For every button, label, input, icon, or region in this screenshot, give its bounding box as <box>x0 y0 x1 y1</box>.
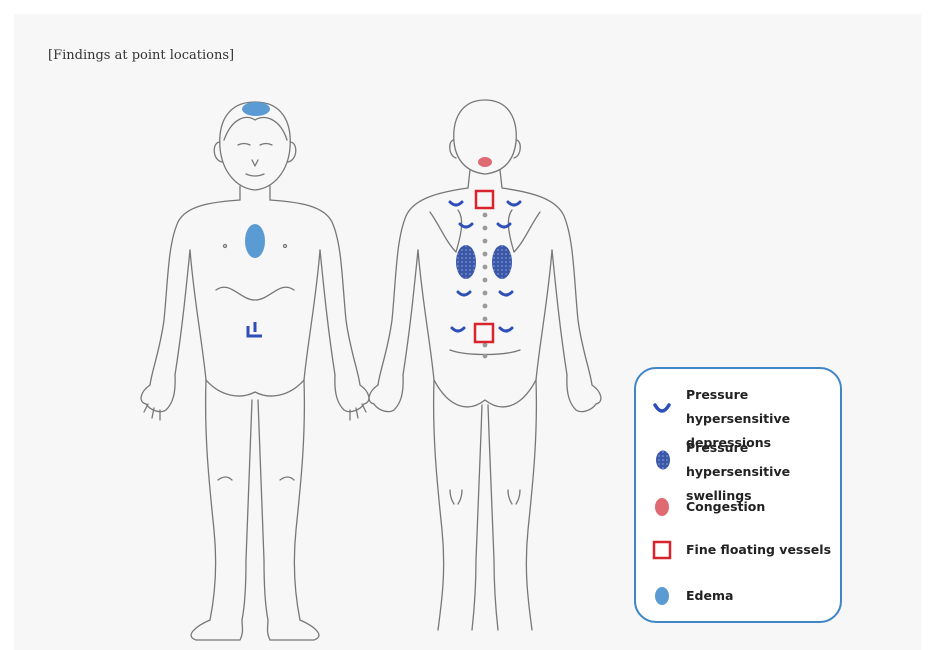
congestion-icon <box>652 497 672 517</box>
vessels-icon <box>652 540 672 560</box>
edema-marker-chest <box>245 224 265 258</box>
depression-icon <box>652 399 672 419</box>
depression-marker <box>460 224 472 227</box>
legend-item-congestion: Congestion <box>636 493 840 519</box>
depression-marker <box>500 292 512 295</box>
legend-item-depressions: Pressure hypersensitive depressions <box>636 383 840 433</box>
congestion-marker-neck <box>478 157 492 167</box>
depression-marker <box>500 328 512 331</box>
edema-icon <box>652 586 672 606</box>
legend-label-edema: Edema <box>686 584 841 608</box>
swelling-icon <box>653 450 673 470</box>
depression-marker <box>450 202 462 205</box>
back-body-outline <box>369 100 601 630</box>
swelling-marker-left <box>456 245 476 279</box>
legend-item-edema: Edema <box>636 583 840 609</box>
legend-item-swellings: Pressure hypersensitive swellings <box>636 436 840 486</box>
legend-item-vessels: Fine floating vessels <box>636 537 840 563</box>
depression-marker <box>458 292 470 295</box>
legend-box: Pressure hypersensitive depressions Pres… <box>634 367 842 623</box>
vessels-marker-upper <box>476 191 493 208</box>
swelling-marker-right <box>492 245 512 279</box>
depression-marker <box>498 224 510 227</box>
front-body-outline <box>141 102 369 640</box>
depression-marker <box>508 202 520 205</box>
legend-label-congestion: Congestion <box>686 495 841 519</box>
depression-marker-abdomen <box>248 322 262 336</box>
vessels-marker-lower <box>475 324 493 342</box>
edema-marker-head <box>242 102 270 116</box>
legend-label-vessels: Fine floating vessels <box>686 538 841 562</box>
depression-marker <box>452 328 464 331</box>
